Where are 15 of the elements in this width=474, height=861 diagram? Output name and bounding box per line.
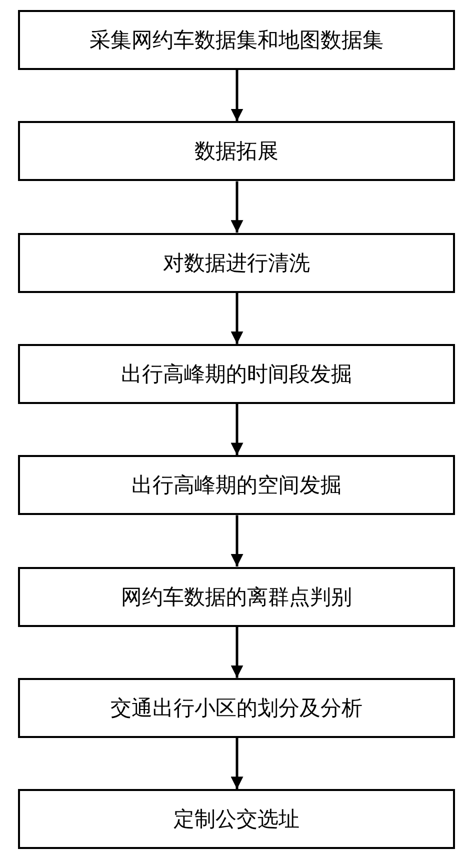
process-box: 定制公交选址	[18, 789, 455, 850]
arrow	[230, 292, 244, 344]
arrow	[230, 181, 244, 233]
process-box: 对数据进行清洗	[18, 232, 455, 293]
arrow	[230, 738, 244, 790]
process-box: 采集网约车数据集和地图数据集	[18, 10, 455, 70]
arrow	[230, 404, 244, 456]
arrow	[230, 515, 244, 566]
process-box: 数据拓展	[18, 121, 455, 182]
process-box: 出行高峰期的时间段发掘	[18, 344, 455, 404]
process-box: 交通出行小区的划分及分析	[18, 678, 455, 738]
arrow	[230, 70, 244, 122]
arrow	[230, 626, 244, 678]
process-box: 网约车数据的离群点判别	[18, 566, 455, 626]
process-box: 出行高峰期的空间发掘	[18, 455, 455, 516]
